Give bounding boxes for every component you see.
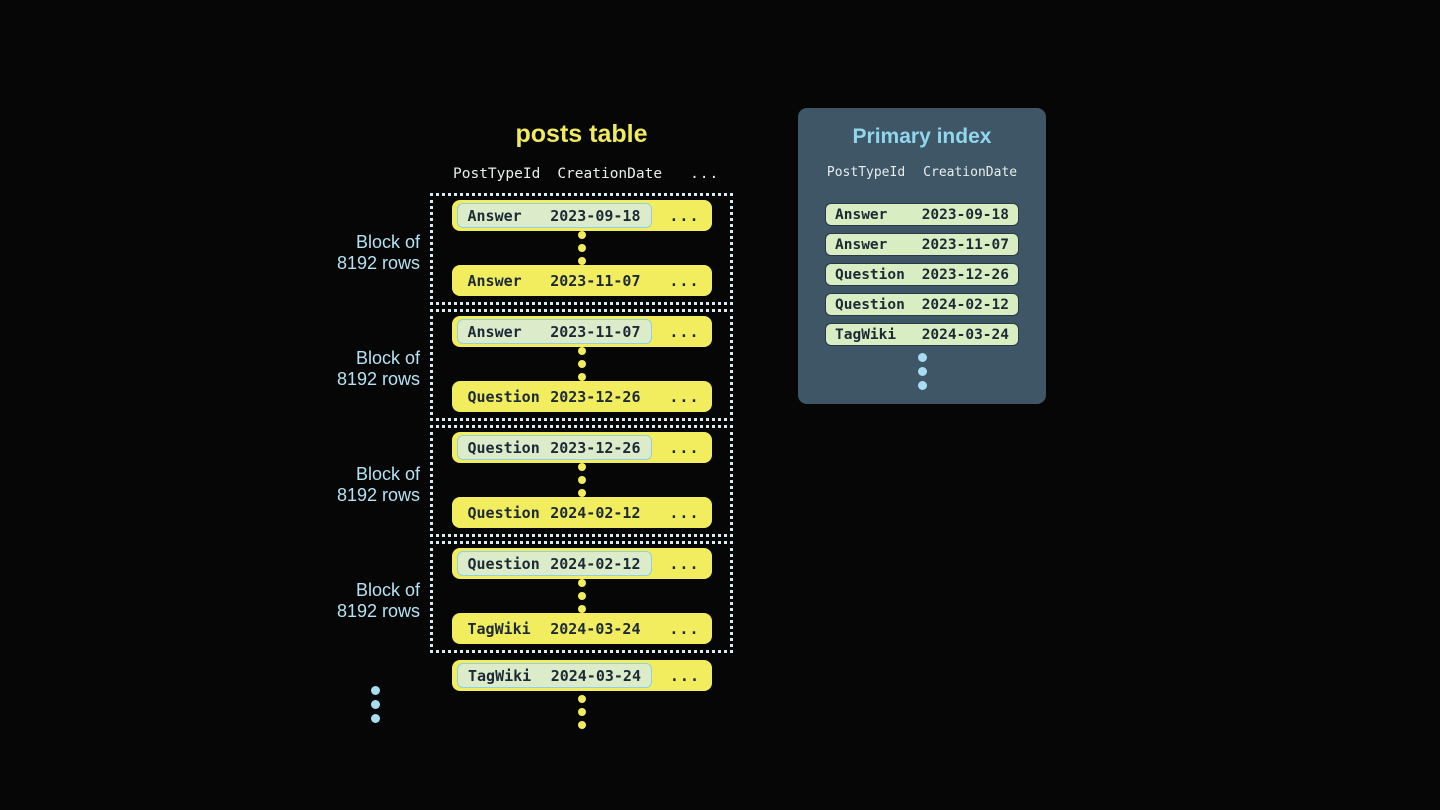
row-ellipsis: ...: [669, 554, 700, 573]
index-row: TagWiki 2024-03-24: [825, 323, 1019, 346]
post-type-value: Answer: [467, 322, 522, 341]
post-type-value: Question: [467, 503, 540, 522]
creation-date-value: 2023-11-07: [921, 236, 1009, 253]
table-row: Question 2024-02-12 ...: [451, 548, 712, 579]
block-label: Block of 8192 rows: [336, 348, 420, 389]
primary-index-entries: Answer 2023-09-18 Answer 2023-11-07 Ques…: [798, 203, 1046, 346]
creation-date-value: 2023-11-07: [550, 271, 641, 290]
block-label: Block of 8192 rows: [336, 464, 420, 505]
row-key-pill: Question 2023-12-26: [457, 384, 652, 409]
more-blocks-dots: [371, 686, 380, 723]
header-posttypeid: PostTypeId: [453, 166, 541, 182]
more-rows-dots: [577, 347, 586, 381]
header-creationdate: CreationDate: [923, 165, 1018, 180]
row-ellipsis: ...: [669, 619, 700, 638]
row-key-pill-highlighted: Answer 2023-09-18: [456, 203, 652, 228]
creation-date-value: 2024-03-24: [921, 326, 1009, 343]
creation-date-value: 2023-09-18: [550, 206, 641, 225]
table-row: Question 2023-12-26 ...: [451, 381, 712, 412]
more-rows-dots: [577, 231, 586, 265]
block-label: Block of 8192 rows: [336, 580, 420, 621]
post-type-value: TagWiki: [835, 326, 897, 343]
post-type-value: TagWiki: [467, 619, 531, 638]
row-ellipsis: ...: [669, 438, 700, 457]
post-type-value: Question: [467, 387, 540, 406]
posts-table-column-headers: PostTypeId CreationDate ...: [453, 166, 719, 182]
row-key-pill-highlighted: Answer 2023-11-07: [456, 319, 652, 344]
row-ellipsis: ...: [669, 387, 700, 406]
row-ellipsis: ...: [669, 322, 700, 341]
block-of-rows: Question 2024-02-12 ... TagWiki 2024-03-…: [430, 541, 733, 653]
block-of-rows: Answer 2023-11-07 ... Question 2023-12-2…: [430, 309, 733, 421]
more-rows-dots: [577, 579, 586, 613]
row-key-pill-highlighted: Question 2023-12-26: [456, 435, 652, 460]
row-key-pill-highlighted: Question 2024-02-12: [456, 551, 652, 576]
posts-table-title: posts table: [515, 120, 648, 148]
table-row: Answer 2023-09-18 ...: [451, 200, 712, 231]
more-index-entries-dots: [798, 353, 1046, 390]
creation-date-value: 2023-11-07: [550, 322, 641, 341]
row-ellipsis: ...: [669, 666, 700, 685]
primary-index-title: Primary index: [852, 125, 992, 148]
primary-index-panel: Primary index PostTypeId CreationDate An…: [798, 108, 1046, 404]
row-key-pill: Question 2024-02-12: [457, 500, 652, 525]
creation-date-value: 2023-09-18: [921, 206, 1009, 223]
row-key-pill: TagWiki 2024-03-24: [457, 616, 652, 641]
row-ellipsis: ...: [669, 271, 700, 290]
creation-date-value: 2024-03-24: [550, 666, 641, 685]
row-key-pill-highlighted: TagWiki 2024-03-24: [457, 663, 652, 688]
post-type-value: Answer: [835, 206, 888, 223]
row-key-pill: Answer 2023-11-07: [457, 268, 652, 293]
table-row: Answer 2023-11-07 ...: [451, 316, 712, 347]
row-ellipsis: ...: [669, 503, 700, 522]
table-row: Question 2024-02-12 ...: [451, 497, 712, 528]
creation-date-value: 2023-12-26: [550, 387, 641, 406]
table-row: TagWiki 2024-03-24 ...: [451, 613, 712, 644]
creation-date-value: 2024-03-24: [550, 619, 641, 638]
post-type-value: Answer: [467, 206, 522, 225]
creation-date-value: 2024-02-12: [921, 296, 1009, 313]
block-of-rows: Question 2023-12-26 ... Question 2024-02…: [430, 425, 733, 537]
table-row: Answer 2023-11-07 ...: [451, 265, 712, 296]
creation-date-value: 2024-02-12: [550, 503, 641, 522]
header-creationdate: CreationDate: [557, 166, 663, 182]
table-row: TagWiki 2024-03-24 ...: [452, 660, 712, 691]
header-posttypeid: PostTypeId: [826, 165, 906, 180]
post-type-value: Answer: [835, 236, 888, 253]
creation-date-value: 2024-02-12: [550, 554, 641, 573]
posts-table: Answer 2023-09-18 ... Answer 2023-11-07 …: [430, 193, 733, 657]
row-ellipsis: ...: [669, 206, 700, 225]
block-label: Block of 8192 rows: [336, 232, 420, 273]
creation-date-value: 2023-12-26: [921, 266, 1009, 283]
post-type-value: Question: [835, 266, 905, 283]
post-type-value: Question: [467, 554, 540, 573]
more-rows-dots: [577, 463, 586, 497]
header-more-columns: ...: [690, 166, 720, 182]
post-type-value: Answer: [467, 271, 522, 290]
table-row: Question 2023-12-26 ...: [451, 432, 712, 463]
index-row: Question 2023-12-26: [825, 263, 1019, 286]
index-row: Question 2024-02-12: [825, 293, 1019, 316]
block-of-rows: Answer 2023-09-18 ... Answer 2023-11-07 …: [430, 193, 733, 305]
primary-index-column-headers: PostTypeId CreationDate: [798, 165, 1046, 180]
index-row: Answer 2023-09-18: [825, 203, 1019, 226]
more-rows-dots: [578, 695, 586, 729]
post-type-value: Question: [467, 438, 540, 457]
post-type-value: Question: [835, 296, 905, 313]
index-row: Answer 2023-11-07: [825, 233, 1019, 256]
post-type-value: TagWiki: [468, 666, 532, 685]
creation-date-value: 2023-12-26: [550, 438, 641, 457]
